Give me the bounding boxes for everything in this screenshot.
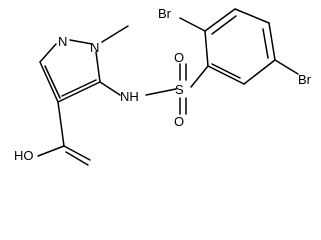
atom-s: S	[175, 82, 184, 97]
bond-n2-n1	[69, 39, 93, 45]
structure-diagram: N N NH S O O Br Br HO	[14, 6, 312, 166]
bond-cooh-carbonyl	[63, 145, 91, 161]
atom-cooh-ho: HO	[14, 148, 34, 163]
bond-c3-c4	[39, 61, 59, 103]
bond-aryl-inner-c	[211, 63, 241, 79]
bond-aryl-5	[243, 59, 276, 85]
bond-aryl-4	[268, 22, 276, 61]
atom-br-right: Br	[298, 72, 312, 87]
bond-aryl-3	[234, 8, 270, 24]
atom-br-top: Br	[158, 6, 172, 21]
atom-n-ring-top: N	[58, 34, 67, 49]
bond-aryl-2	[204, 8, 236, 32]
bond-nh-s	[145, 88, 177, 96]
bond-n1-c5	[95, 51, 101, 83]
bond-n1-methyl	[101, 25, 129, 43]
atom-nh: NH	[120, 89, 139, 104]
atom-o-top: O	[174, 50, 184, 65]
bond-c4-c5	[57, 81, 101, 103]
atom-o-bottom: O	[174, 114, 184, 129]
bond-cooh-oh	[37, 145, 65, 157]
bond-aryl-br-top	[179, 17, 206, 32]
bond-c4-ccooh	[57, 101, 65, 147]
bond-aryl-inner-a	[211, 15, 237, 35]
bond-aryl-br-right	[274, 59, 299, 75]
molecule-drawing: N N NH S O O Br Br HO	[14, 6, 312, 166]
bond-c3-n2	[39, 43, 57, 63]
bond-cooh-carbonyl-double	[65, 151, 89, 166]
bond-c4-c5-double	[61, 79, 97, 97]
bond-aryl-inner-b	[262, 28, 269, 59]
bond-c5-nh	[99, 81, 121, 96]
bond-c3-c4-double	[44, 65, 61, 99]
bond-aryl-6	[207, 65, 245, 85]
bond-aryl-1	[204, 30, 209, 67]
bond-s-aryl	[190, 65, 209, 88]
atom-n-ring-methyl: N	[90, 40, 99, 55]
